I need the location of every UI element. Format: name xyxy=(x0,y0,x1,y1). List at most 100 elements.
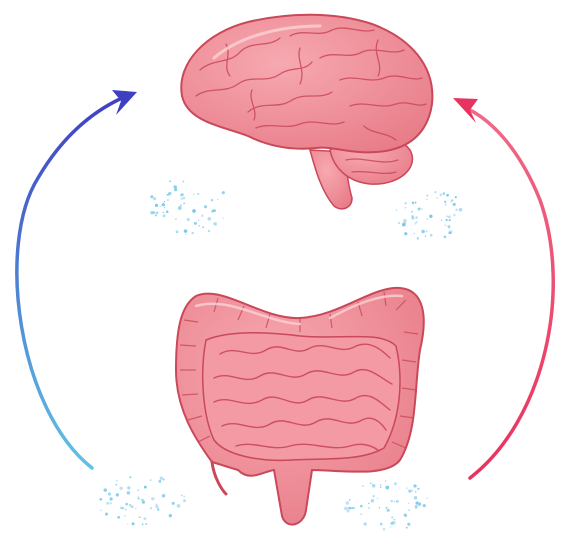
particle-dot xyxy=(368,507,370,509)
particle-dot xyxy=(174,188,177,191)
particle-dot xyxy=(448,231,451,234)
particle-dot xyxy=(204,205,207,208)
particle-dot xyxy=(429,215,432,218)
particle-dot xyxy=(404,232,407,235)
particle-dot xyxy=(160,477,163,480)
particle-dot xyxy=(445,219,448,222)
particle-dot xyxy=(163,214,166,217)
particle-dot xyxy=(117,516,120,519)
particle-dot xyxy=(217,199,218,200)
particle-dot xyxy=(447,215,449,217)
particle-dot xyxy=(183,495,185,497)
particle-dot xyxy=(183,202,185,204)
particle-dot xyxy=(142,499,143,500)
particle-dot xyxy=(371,499,374,502)
particle-dot xyxy=(198,225,200,227)
particle-dot xyxy=(150,211,154,215)
particle-dot xyxy=(201,215,203,217)
particle-dot xyxy=(166,211,169,214)
particle-dot xyxy=(137,489,139,491)
particle-dot xyxy=(426,195,428,197)
particle-dot xyxy=(193,193,195,195)
particle-dot xyxy=(211,199,213,201)
particle-dot xyxy=(426,199,427,200)
particle-dot xyxy=(380,523,383,526)
particle-dot xyxy=(347,510,350,513)
particle-dot xyxy=(180,198,182,200)
particle-dot xyxy=(373,495,375,497)
particle-dot xyxy=(104,488,108,492)
particle-dot xyxy=(116,493,119,496)
particle-dot xyxy=(151,497,154,500)
particle-dot xyxy=(131,505,134,508)
particle-dot xyxy=(169,514,172,517)
particle-dot xyxy=(127,491,131,495)
brain-icon xyxy=(181,15,432,209)
particle-dot xyxy=(415,223,416,224)
particle-dot xyxy=(116,480,118,482)
particle-dot xyxy=(444,201,446,203)
particle-dot xyxy=(414,496,417,499)
particle-dot xyxy=(385,480,386,481)
particle-dot xyxy=(426,498,427,499)
particle-dot xyxy=(180,204,182,206)
particle-dot xyxy=(380,487,381,488)
particle-dot xyxy=(403,513,406,516)
particle-dot xyxy=(145,523,147,525)
left-arrow xyxy=(17,90,137,468)
particle-dot xyxy=(448,216,451,219)
particle-dot xyxy=(426,230,428,232)
particle-dot xyxy=(406,527,408,529)
particle-dot xyxy=(444,236,447,239)
particle-dot xyxy=(150,479,151,480)
particle-dot xyxy=(163,212,164,213)
particle-dot xyxy=(453,214,455,216)
particle-dot xyxy=(415,202,417,204)
particle-dot xyxy=(110,502,112,504)
particle-dot xyxy=(421,208,422,209)
particle-dot xyxy=(446,194,449,197)
particle-dot xyxy=(394,482,397,485)
particle-dot xyxy=(394,501,395,502)
particle-dot xyxy=(142,501,145,504)
particle-dot xyxy=(153,197,156,200)
particle-dot xyxy=(455,209,457,211)
particle-dot xyxy=(207,217,211,221)
particle-dot xyxy=(404,202,406,204)
particle-dot xyxy=(155,505,158,508)
particle-dot xyxy=(156,212,158,214)
right-arrow-curve xyxy=(466,108,553,478)
left-arrow-curve xyxy=(17,98,122,468)
particle-dot xyxy=(166,194,167,195)
particle-dot xyxy=(106,502,109,505)
particle-dot xyxy=(391,516,393,518)
particle-dot xyxy=(392,521,396,525)
particle-dot xyxy=(183,197,186,200)
particle-dot xyxy=(150,195,153,198)
particle-dot xyxy=(150,507,152,509)
particle-dot xyxy=(430,234,433,237)
particle-dot xyxy=(387,509,390,512)
particle-dot xyxy=(155,204,158,207)
particle-dot xyxy=(198,220,199,221)
particle-dot xyxy=(162,478,164,480)
particle-dot xyxy=(222,191,225,194)
particle-dot xyxy=(427,218,428,219)
particle-dot xyxy=(414,233,415,234)
particle-dot xyxy=(155,214,157,216)
particle-dot xyxy=(444,225,445,226)
particle-dot xyxy=(415,216,417,218)
particle-dot xyxy=(415,221,417,223)
particle-dot xyxy=(449,219,451,221)
particle-dot xyxy=(421,230,425,234)
particle-dot xyxy=(157,508,159,510)
cerebrum xyxy=(181,15,432,153)
particle-dot xyxy=(417,488,419,490)
particle-dot xyxy=(406,487,407,488)
particle-dot xyxy=(417,237,419,239)
particle-dot xyxy=(451,199,453,201)
particle-dot xyxy=(127,486,130,489)
particle-dot xyxy=(127,523,128,524)
particle-dot xyxy=(447,225,450,228)
